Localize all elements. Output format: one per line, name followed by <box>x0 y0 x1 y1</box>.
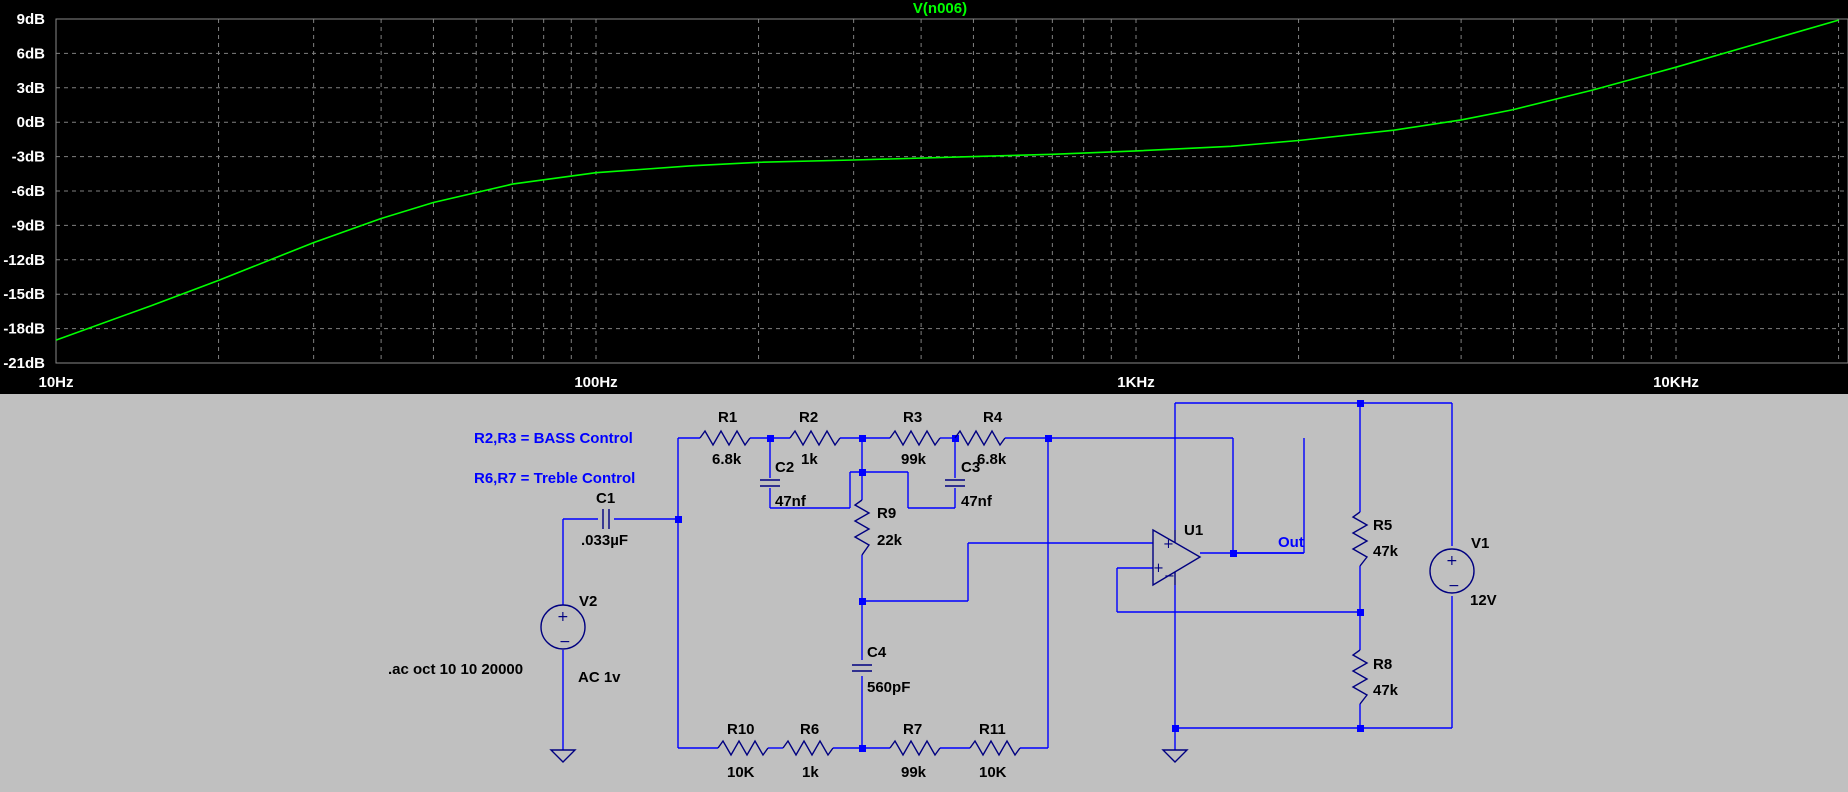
svg-text:47nf: 47nf <box>775 493 807 510</box>
bass-control-comment[interactable]: R2,R3 = BASS Control <box>474 430 633 447</box>
svg-text:C2: C2 <box>775 459 794 476</box>
svg-text:+: + <box>1446 553 1458 569</box>
schematic-canvas[interactable]: R2,R3 = BASS Control R6,R7 = Treble Cont… <box>0 394 1848 792</box>
trace-title[interactable]: V(n006) <box>913 0 967 17</box>
svg-text:R6: R6 <box>800 721 819 738</box>
y-tick-label: -6dB <box>12 183 46 200</box>
trace-curve[interactable] <box>55 19 1839 341</box>
svg-text:47nf: 47nf <box>961 493 993 510</box>
resistor-r5[interactable]: R5 47k <box>1351 511 1399 567</box>
x-tick-label: 10KHz <box>1653 374 1699 391</box>
svg-text:R4: R4 <box>983 409 1003 426</box>
svg-text:560pF: 560pF <box>867 679 910 696</box>
svg-text:U1: U1 <box>1184 522 1203 539</box>
y-tick-label: -12dB <box>3 252 45 269</box>
y-tick-label: 0dB <box>17 114 46 131</box>
capacitor-c3[interactable]: C3 47nf <box>945 459 993 510</box>
svg-text:C4: C4 <box>867 644 887 661</box>
y-axis-ticks: 9dB 6dB 3dB 0dB -3dB -6dB -9dB -12dB -15dB -18dB -… <box>3 11 45 372</box>
schematic-pane[interactable]: R2,R3 = BASS Control R6,R7 = Treble Cont… <box>0 394 1848 792</box>
x-tick-label: 100Hz <box>574 374 617 391</box>
resistor-r1[interactable]: R1 6.8k <box>699 409 751 468</box>
svg-text:47k: 47k <box>1373 543 1399 560</box>
x-tick-label: 1KHz <box>1117 374 1155 391</box>
y-tick-label: 9dB <box>17 11 46 28</box>
resistor-r11[interactable]: R11 10K <box>969 721 1021 781</box>
capacitor-c4[interactable]: C4 560pF <box>852 644 910 696</box>
svg-text:−: − <box>1448 578 1460 594</box>
svg-text:C1: C1 <box>596 490 615 507</box>
svg-text:−: − <box>559 634 571 650</box>
svg-text:12V: 12V <box>1470 592 1497 609</box>
resistor-r9[interactable]: R9 22k <box>853 499 903 556</box>
resistor-r10[interactable]: R10 10K <box>717 721 769 781</box>
svg-text:99k: 99k <box>901 451 927 468</box>
svg-text:R10: R10 <box>727 721 755 738</box>
svg-text:10K: 10K <box>727 764 755 781</box>
ac-directive[interactable]: .ac oct 10 10 20000 <box>388 661 523 678</box>
svg-text:R2: R2 <box>799 409 818 426</box>
waveform-plot[interactable]: 9dB 6dB 3dB 0dB -3dB -6dB -9dB -12dB -15dB -18dB -… <box>0 0 1848 394</box>
svg-text:22k: 22k <box>877 532 903 549</box>
svg-text:6.8k: 6.8k <box>712 451 742 468</box>
svg-text:R1: R1 <box>718 409 737 426</box>
svg-text:C3: C3 <box>961 459 980 476</box>
wires[interactable] <box>562 402 1453 750</box>
resistor-r8[interactable]: R8 47k <box>1351 649 1399 705</box>
svg-text:6.8k: 6.8k <box>977 451 1007 468</box>
svg-text:+: + <box>1163 537 1174 552</box>
x-axis-ticks: 10Hz 100Hz 1KHz 10KHz <box>38 374 1698 391</box>
svg-text:99k: 99k <box>901 764 927 781</box>
svg-text:.033µF: .033µF <box>581 532 628 549</box>
y-tick-label: -21dB <box>3 355 45 372</box>
svg-text:R5: R5 <box>1373 517 1392 534</box>
out-net-label[interactable]: Out <box>1278 534 1304 551</box>
y-tick-label: -3dB <box>12 149 46 166</box>
plot-frame <box>55 18 1848 364</box>
resistor-r2[interactable]: R2 1k <box>789 409 841 468</box>
svg-text:+: + <box>557 609 569 625</box>
y-tick-label: -18dB <box>3 321 45 338</box>
resistor-r3[interactable]: R3 99k <box>889 409 941 468</box>
svg-text:1k: 1k <box>802 764 819 781</box>
ground-symbol-v2 <box>549 749 577 763</box>
svg-text:−: − <box>1164 569 1175 584</box>
svg-text:+: + <box>1153 561 1164 576</box>
svg-text:R7: R7 <box>903 721 922 738</box>
x-tick-label: 10Hz <box>38 374 73 391</box>
svg-text:R9: R9 <box>877 505 896 522</box>
treble-control-comment[interactable]: R6,R7 = Treble Control <box>474 470 635 487</box>
ground-symbol-opamp <box>1161 749 1189 763</box>
waveform-plot-pane[interactable]: 9dB 6dB 3dB 0dB -3dB -6dB -9dB -12dB -15dB -18dB -… <box>0 0 1848 394</box>
svg-text:47k: 47k <box>1373 682 1399 699</box>
svg-text:V1: V1 <box>1471 535 1489 552</box>
y-tick-label: 3dB <box>17 80 46 97</box>
voltage-source-v1[interactable]: + − V1 12V <box>1429 535 1497 609</box>
plot-grid <box>55 18 1848 364</box>
capacitor-c1[interactable]: C1 .033µF <box>581 490 628 549</box>
svg-text:1k: 1k <box>801 451 818 468</box>
svg-text:R8: R8 <box>1373 656 1392 673</box>
svg-text:R11: R11 <box>979 721 1006 738</box>
resistor-r7[interactable]: R7 99k <box>889 721 941 781</box>
opamp-u1[interactable]: + + − U1 <box>1152 522 1203 587</box>
capacitor-c2[interactable]: C2 47nf <box>760 459 807 510</box>
svg-text:AC 1v: AC 1v <box>578 669 621 686</box>
y-tick-label: 6dB <box>17 45 46 62</box>
junctions <box>675 400 1364 752</box>
resistor-r6[interactable]: R6 1k <box>782 721 834 781</box>
resistor-r4[interactable]: R4 6.8k <box>954 409 1007 468</box>
svg-text:V2: V2 <box>579 593 597 610</box>
voltage-source-v2[interactable]: + − V2 AC 1v <box>540 593 621 686</box>
svg-text:R3: R3 <box>903 409 922 426</box>
y-tick-label: -9dB <box>12 217 46 234</box>
svg-text:10K: 10K <box>979 764 1007 781</box>
y-tick-label: -15dB <box>3 286 45 303</box>
